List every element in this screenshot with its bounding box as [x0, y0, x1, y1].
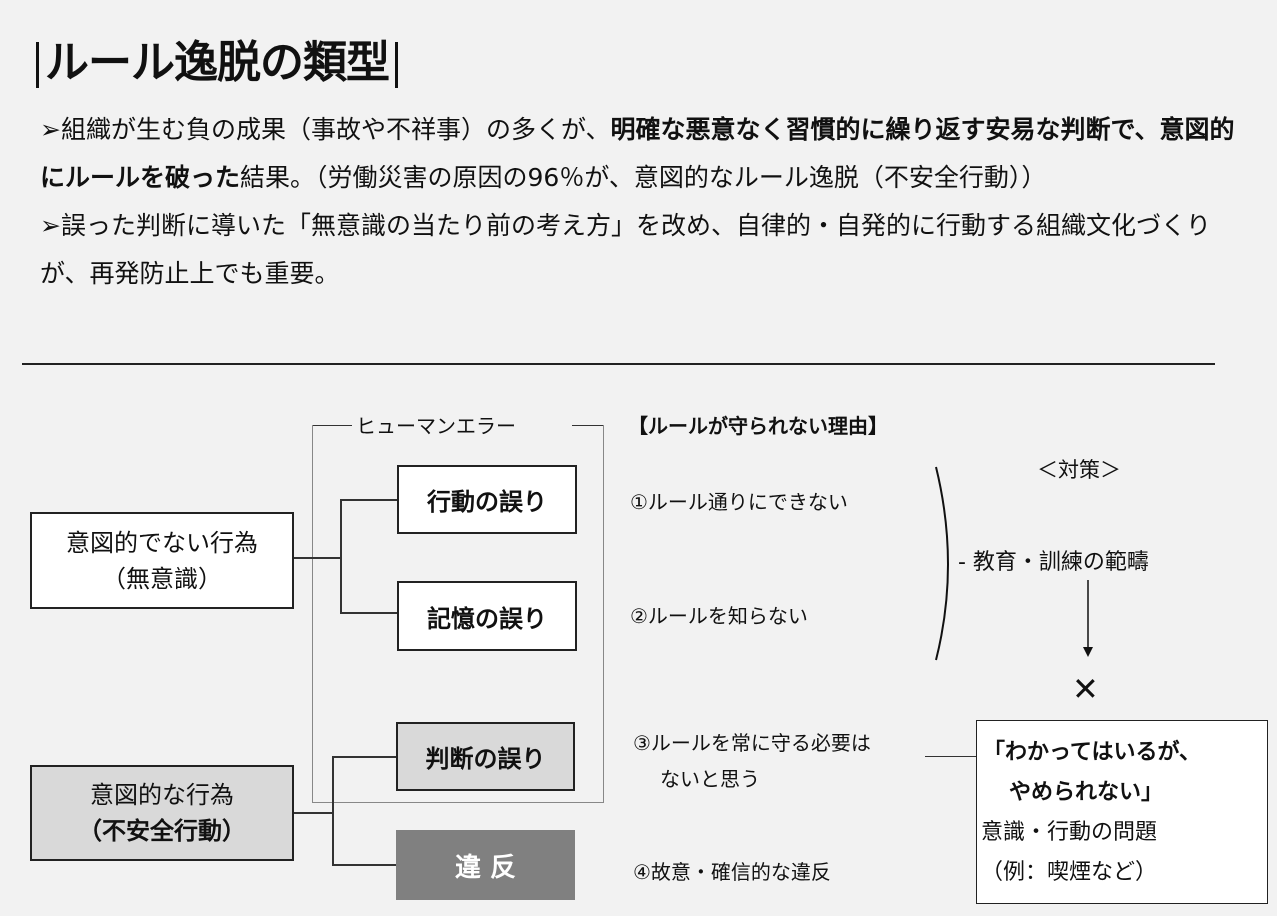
p1-emphasis: 明確な悪意なく習慣的に繰り返す安易な判断で、意図的にルールを破った	[40, 115, 1235, 192]
page-title: ルール逸脱の類型	[30, 26, 404, 90]
reason-3: ③ルールを常に守る必要は	[633, 731, 871, 755]
connector	[340, 612, 397, 614]
connector	[340, 499, 397, 501]
note-line: 「わかってはいるが、	[983, 740, 1202, 765]
human-error-label: ヒューマンエラー	[356, 414, 516, 438]
right-parenthesis	[935, 466, 949, 661]
p1-text: ➢組織が生む負の成果（事故や不祥事）の多くが、	[40, 115, 611, 144]
connector	[332, 756, 396, 758]
paragraph-1: ➢組織が生む負の成果（事故や不祥事）の多くが、明確な悪意なく習慣的に繰り返す安易…	[40, 106, 1240, 202]
intended-act-box: 意図的な行為 （不安全行動）	[30, 765, 294, 861]
down-arrow-icon	[1083, 580, 1093, 657]
cross-icon: ✕	[1072, 670, 1099, 708]
title-text: ルール逸脱の類型	[45, 37, 390, 88]
note-box: 「わかってはいるが、 やめられない」 意識・行動の問題 （例：喫煙など）	[976, 720, 1268, 904]
box-line: 意図的な行為	[90, 781, 234, 809]
reason-3-cont: ないと思う	[660, 767, 760, 791]
connector	[332, 756, 334, 866]
note-line: （例：喫煙など）	[981, 860, 1158, 885]
connector	[294, 812, 332, 814]
reasons-title: 【ルールが守られない理由】	[628, 414, 888, 438]
divider	[22, 363, 1215, 365]
box-line: 意図的でない行為	[66, 528, 258, 557]
connector	[294, 557, 340, 559]
bracket-line	[312, 425, 352, 426]
note-line: 意識・行動の問題	[981, 820, 1158, 845]
bracket-line	[572, 425, 604, 426]
box-line: （不安全行動）	[78, 817, 246, 845]
measure-text: - 教育・訓練の範疇	[958, 550, 1149, 575]
bracket-line	[312, 425, 313, 803]
action-error-box: 行動の誤り	[397, 465, 577, 534]
unintended-act-box: 意図的でない行為 （無意識）	[30, 512, 294, 609]
memory-error-box: 記憶の誤り	[397, 581, 577, 651]
judgment-error-box: 判断の誤り	[396, 722, 575, 791]
p1-text-end: 結果。（労働災害の原因の96％が、意図的なルール逸脱（不安全行動））	[240, 163, 1047, 192]
bracket-line	[603, 425, 604, 803]
connector	[925, 756, 976, 757]
body-text: ➢組織が生む負の成果（事故や不祥事）の多くが、明確な悪意なく習慣的に繰り返す安易…	[40, 106, 1240, 298]
box-line: （無意識）	[102, 564, 222, 593]
reason-2: ②ルールを知らない	[630, 604, 808, 628]
paragraph-2: ➢誤った判断に導いた「無意識の当たり前の考え方」を改め、自律的・自発的に行動する…	[40, 211, 1211, 288]
measures-title: ＜対策＞	[1037, 458, 1121, 482]
reason-4: ④故意・確信的な違反	[633, 860, 831, 884]
connector	[340, 499, 342, 613]
bracket-line	[312, 802, 604, 803]
violation-box: 違 反	[396, 830, 575, 900]
note-line: やめられない」	[1009, 780, 1164, 805]
reason-1: ①ルール通りにできない	[630, 490, 848, 514]
connector	[332, 864, 396, 866]
